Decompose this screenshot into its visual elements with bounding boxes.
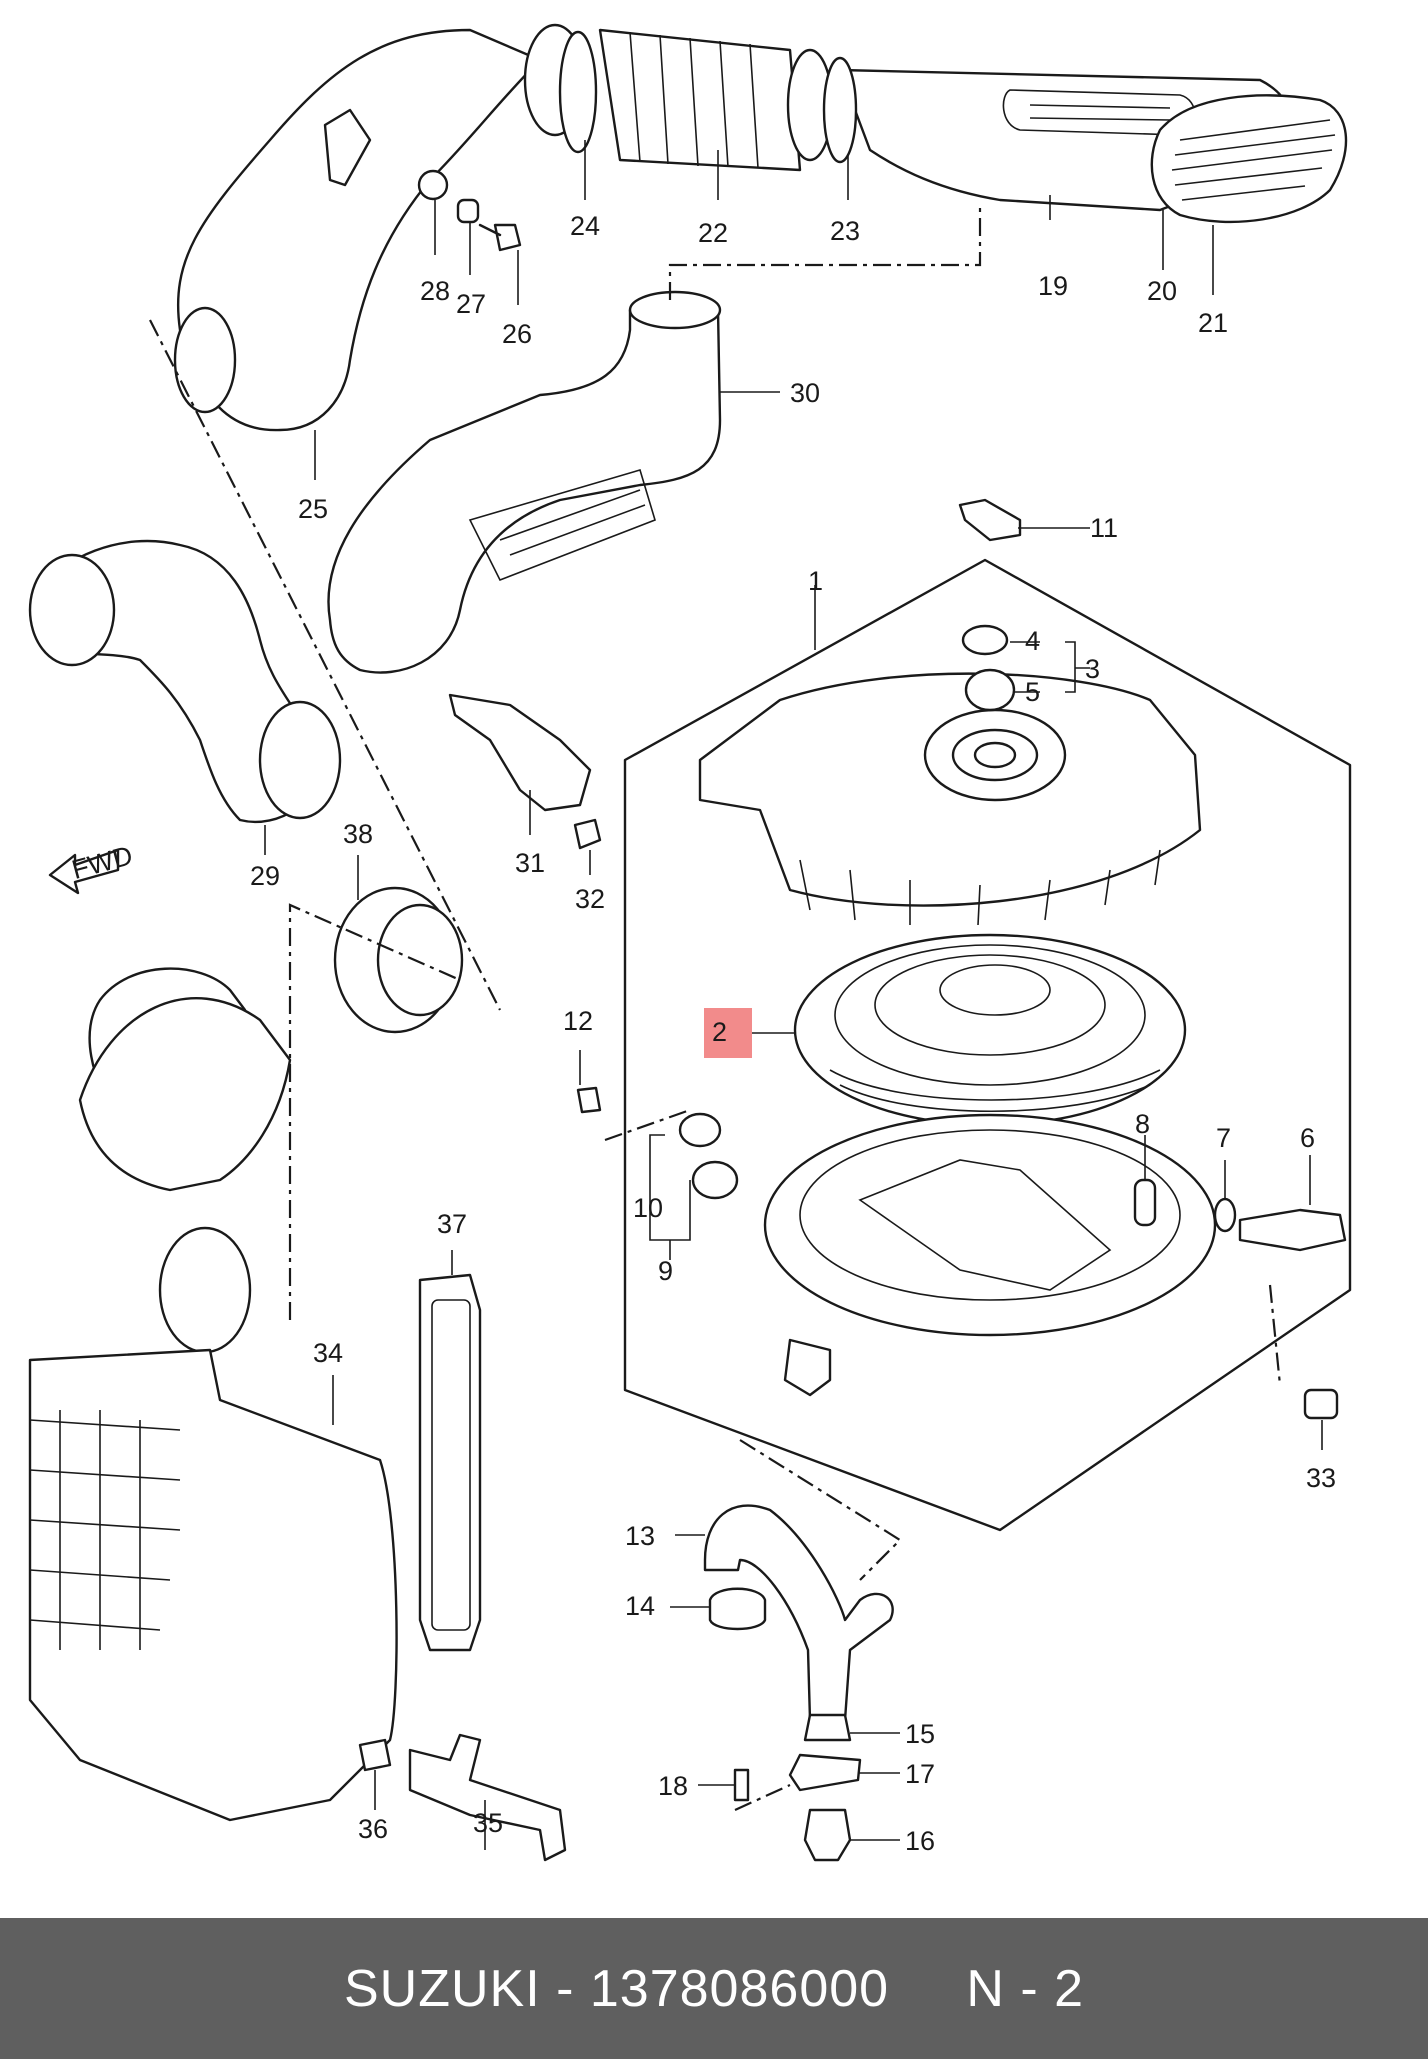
callout-19: 19 <box>1038 271 1068 301</box>
footer-text: SUZUKI - 1378086000 N - 2 <box>343 1959 1084 2018</box>
callout-36: 36 <box>358 1814 388 1844</box>
hose-part-29 <box>28 539 342 824</box>
callout-16: 16 <box>905 1826 935 1856</box>
callout-1: 1 <box>808 566 823 596</box>
callout-8: 8 <box>1135 1109 1150 1139</box>
callout-5: 5 <box>1025 677 1040 707</box>
air-duct-part-25 <box>176 28 542 432</box>
clamp-part-23 <box>822 56 858 164</box>
fwd-label: FWD <box>69 840 136 885</box>
bolt-part-26 <box>493 223 522 252</box>
callout-10: 10 <box>633 1193 663 1223</box>
callout-31: 31 <box>515 848 545 878</box>
clamp-part-14 <box>708 1587 767 1631</box>
check-valve-part-15 <box>803 1713 852 1742</box>
callout-4: 4 <box>1025 626 1040 656</box>
callout-2: 2 <box>712 1017 727 1047</box>
bracket-part-17 <box>788 1753 862 1792</box>
parts-diagram: FWD 1 2 3 4 5 6 7 8 9 10 11 12 13 14 15 … <box>28 23 1352 1862</box>
callout-14: 14 <box>625 1591 655 1621</box>
callout-33: 33 <box>1306 1463 1336 1493</box>
bracket-part-31 <box>448 693 592 812</box>
part-number-footer: SUZUKI - 1378086000 N - 2 <box>0 1918 1428 2059</box>
elbow-hose-part-30 <box>327 290 722 674</box>
grommet-part-28 <box>417 169 449 201</box>
callout-29: 29 <box>250 861 280 891</box>
fwd-arrow: FWD <box>48 840 136 895</box>
callout-7: 7 <box>1216 1123 1231 1153</box>
gasket-part-7 <box>1213 1197 1237 1233</box>
sensor-part-6 <box>1238 1208 1347 1252</box>
callout-20: 20 <box>1147 276 1177 306</box>
callout-24: 24 <box>570 211 600 241</box>
cap-part-33 <box>1303 1388 1339 1420</box>
callout-35: 35 <box>473 1808 503 1838</box>
clamp-part-24 <box>558 30 598 154</box>
callout-30: 30 <box>790 378 820 408</box>
bolt-part-36 <box>358 1738 392 1772</box>
callout-26: 26 <box>502 319 532 349</box>
bolt-part-32 <box>573 818 602 850</box>
bracket-part-35 <box>408 1733 567 1862</box>
plate-part-11 <box>958 498 1022 542</box>
grommet-part-10 <box>678 1112 722 1148</box>
callout-28: 28 <box>420 276 450 306</box>
bolt-part-12 <box>576 1086 602 1114</box>
callout-23: 23 <box>830 216 860 246</box>
air-filter-element-part-2 <box>793 933 1187 1127</box>
callout-6: 6 <box>1300 1123 1315 1153</box>
grommet-part-9 <box>691 1160 739 1200</box>
callout-25: 25 <box>298 494 328 524</box>
seal-part-38 <box>333 886 464 1034</box>
clip-part-8 <box>1133 1178 1157 1227</box>
strap-part-37 <box>418 1273 482 1652</box>
callout-3: 3 <box>1085 654 1100 684</box>
resonator-part-34 <box>28 967 398 1822</box>
callout-13: 13 <box>625 1521 655 1551</box>
bushing-part-5 <box>964 668 1016 712</box>
cleaner-cover <box>698 672 1202 926</box>
inlet-grille-part-20 <box>1150 94 1348 224</box>
callout-9: 9 <box>658 1256 673 1286</box>
callout-21: 21 <box>1198 308 1228 338</box>
leader-lines <box>264 140 1323 1850</box>
callout-22: 22 <box>698 218 728 248</box>
callout-32: 32 <box>575 884 605 914</box>
collar-part-27 <box>456 198 480 224</box>
callout-15: 15 <box>905 1719 935 1749</box>
callout-labels: 1 2 3 4 5 6 7 8 9 10 11 12 13 14 15 16 1… <box>250 211 1336 1856</box>
intake-duct-assembly <box>173 23 1348 432</box>
callout-12: 12 <box>563 1006 593 1036</box>
screw-part-18 <box>733 1768 750 1802</box>
callout-38: 38 <box>343 819 373 849</box>
callout-27: 27 <box>456 289 486 319</box>
breather-hose-part-13 <box>703 1504 894 1722</box>
callout-34: 34 <box>313 1338 343 1368</box>
valve-part-16 <box>803 1808 852 1862</box>
air-cleaner-outline <box>623 558 1352 1532</box>
bellows-part-22 <box>523 23 834 172</box>
cleaner-case <box>763 1113 1217 1397</box>
callout-11: 11 <box>1090 513 1118 543</box>
grommet-part-4 <box>961 624 1009 656</box>
air-duct-end <box>173 306 237 414</box>
highlight-callout-2 <box>704 1008 752 1058</box>
callout-37: 37 <box>437 1209 467 1239</box>
callout-17: 17 <box>905 1759 935 1789</box>
callout-18: 18 <box>658 1771 688 1801</box>
reference-line <box>149 319 501 1011</box>
